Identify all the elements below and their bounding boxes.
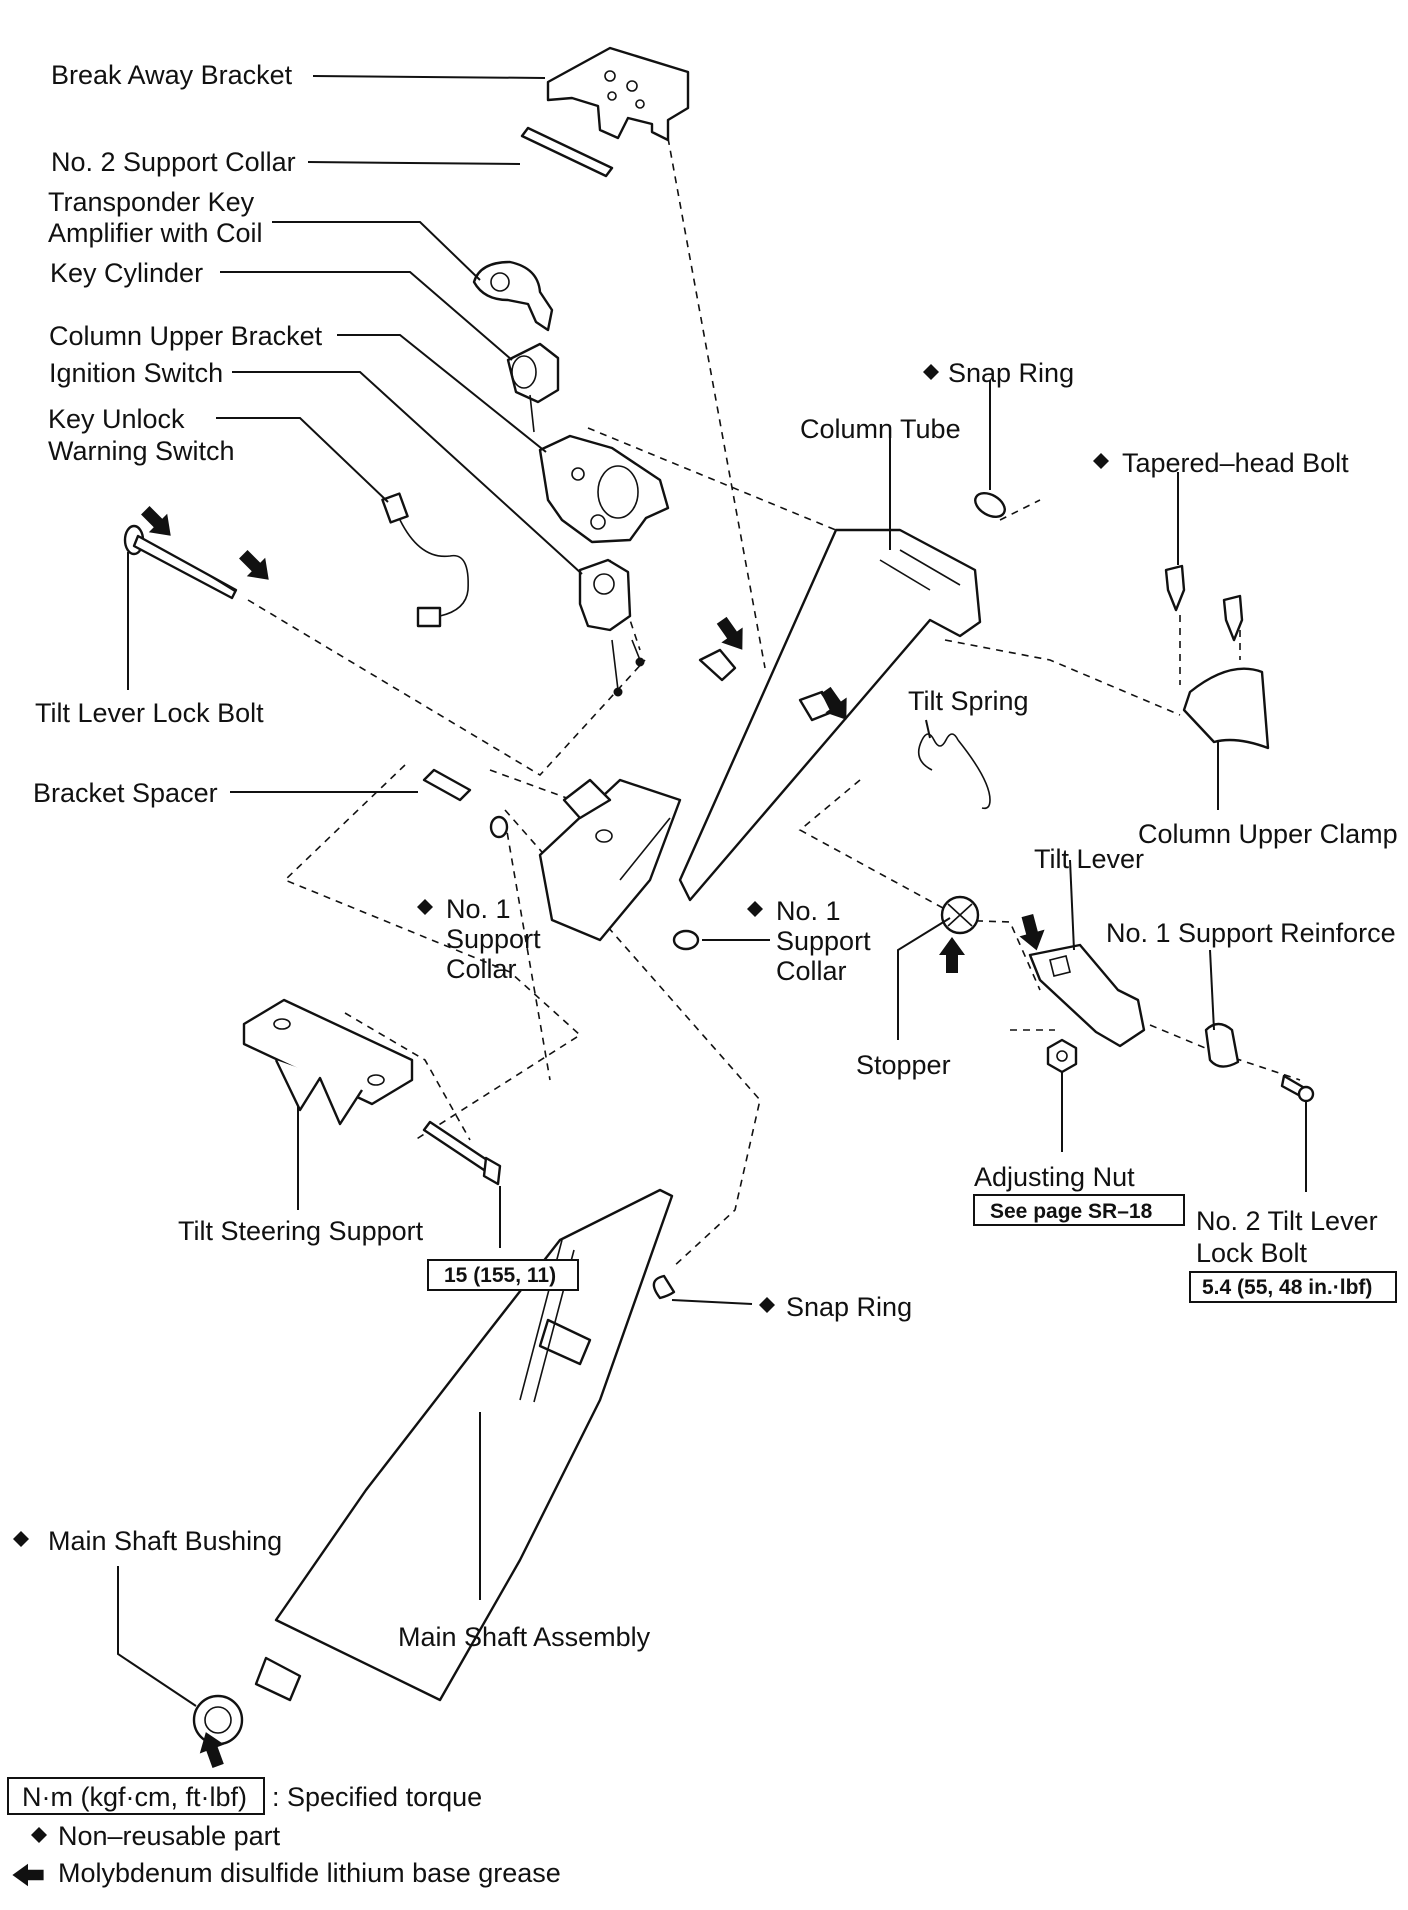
label-tilt-lever-lock-bolt: Tilt Lever Lock Bolt [35,698,264,728]
grease-arrow-icon [12,1863,44,1887]
break-away-bracket-part [546,46,690,142]
label-tilt-steering-support: Tilt Steering Support [178,1216,424,1246]
label-column-upper-bracket: Column Upper Bracket [49,321,323,351]
label-tilt-spring: Tilt Spring [908,686,1029,716]
key-unlock-switch-part [381,492,469,628]
label-no2-tilt-lever-l1: No. 2 Tilt Lever [1196,1206,1378,1236]
tilt-spring-part [917,733,991,810]
legend-torque-desc: : Specified torque [272,1782,482,1812]
legend-non-reusable: Non–reusable part [58,1821,281,1851]
label-tapered-head-bolt: Tapered–head Bolt [1122,448,1349,478]
label-break-away-bracket: Break Away Bracket [51,60,293,90]
label-no2-tilt-lever-l2: Lock Bolt [1196,1238,1308,1268]
label-snap-ring-top: Snap Ring [948,358,1074,388]
label-bracket-spacer: Bracket Spacer [33,778,218,808]
tilt-lever-lock-bolt-part [123,524,238,600]
label-torque-support: 15 (155, 11) [444,1264,556,1287]
label-stopper: Stopper [856,1050,951,1080]
key-cylinder-part [506,342,560,433]
ignition-switch-part [578,558,645,697]
label-main-shaft-assembly: Main Shaft Assembly [398,1622,651,1652]
tilt-lever-part [1028,943,1146,1048]
diamond-icon [747,901,763,917]
adjusting-nut-part [1046,1038,1078,1074]
label-no1-collar-right-l2: Support [776,926,871,956]
label-no1-collar-right-l1: No. 1 [776,896,841,926]
snap-ring-top-part [974,492,1006,518]
diamond-icon [417,899,433,915]
label-transponder-line1: Transponder Key [48,187,255,217]
label-no1-collar-left-l3: Collar [446,954,517,984]
snap-ring-bottom-part [652,1274,676,1300]
label-key-cylinder: Key Cylinder [50,258,203,288]
label-torque-no2-tilt: 5.4 (55, 48 in.·lbf) [1202,1276,1372,1299]
label-adjusting-nut: Adjusting Nut [974,1162,1135,1192]
column-upper-clamp-part [1182,667,1270,750]
label-no1-collar-left-l1: No. 1 [446,894,511,924]
part-labels: Break Away Bracket No. 2 Support Collar … [13,60,1398,1652]
legend-grease: Molybdenum disulfide lithium base grease [58,1858,561,1888]
torque-box-support [427,1259,579,1291]
label-key-unlock-line2: Warning Switch [48,436,235,466]
no2-support-collar-part [520,126,614,178]
diamond-icon [759,1297,775,1313]
label-no2-support-collar: No. 2 Support Collar [51,147,296,177]
support-bolt-part [422,1120,502,1186]
diamond-icon [1093,453,1109,469]
diamond-icon [923,364,939,380]
label-column-tube: Column Tube [800,414,961,444]
label-no1-collar-right-l3: Collar [776,956,847,986]
main-shaft-bushing-part [192,1694,244,1746]
label-main-shaft-bushing: Main Shaft Bushing [48,1526,282,1556]
see-page-box [973,1194,1185,1226]
label-see-page: See page SR–18 [990,1200,1153,1223]
label-column-upper-clamp: Column Upper Clamp [1138,819,1398,849]
label-tilt-lever: Tilt Lever [1034,844,1144,874]
label-snap-ring-bottom: Snap Ring [786,1292,912,1322]
tapered-head-bolts-part [1164,564,1244,642]
torque-box-no2-tilt [1189,1271,1397,1303]
leader-lines [117,75,1307,1707]
label-ignition-switch: Ignition Switch [49,358,223,388]
tilt-steering-support-part [242,998,414,1126]
label-no1-collar-left-l2: Support [446,924,541,954]
legend-torque-box [7,1777,265,1815]
label-no1-support-reinforce: No. 1 Support Reinforce [1106,918,1396,948]
diamond-icon [13,1531,29,1547]
transponder-amplifier-part [472,260,554,332]
no1-support-reinforce-part [1204,1022,1240,1068]
bracket-spacer-part [422,768,509,839]
label-transponder-line2: Amplifier with Coil [48,218,263,248]
stopper-part [940,895,980,935]
label-key-unlock-line1: Key Unlock [48,404,185,434]
assembly-guide-lines [247,137,1301,1269]
column-upper-bracket-part [538,434,670,544]
legend-torque-unit: N·m (kgf·cm, ft·lbf) [22,1782,247,1812]
no2-tilt-lever-lock-bolt-part [1280,1074,1315,1103]
column-tube-part [538,528,982,942]
legend: N·m (kgf·cm, ft·lbf) : Specified torque … [7,1777,561,1888]
no1-support-collar-parts [562,778,700,951]
diamond-icon [31,1827,47,1843]
